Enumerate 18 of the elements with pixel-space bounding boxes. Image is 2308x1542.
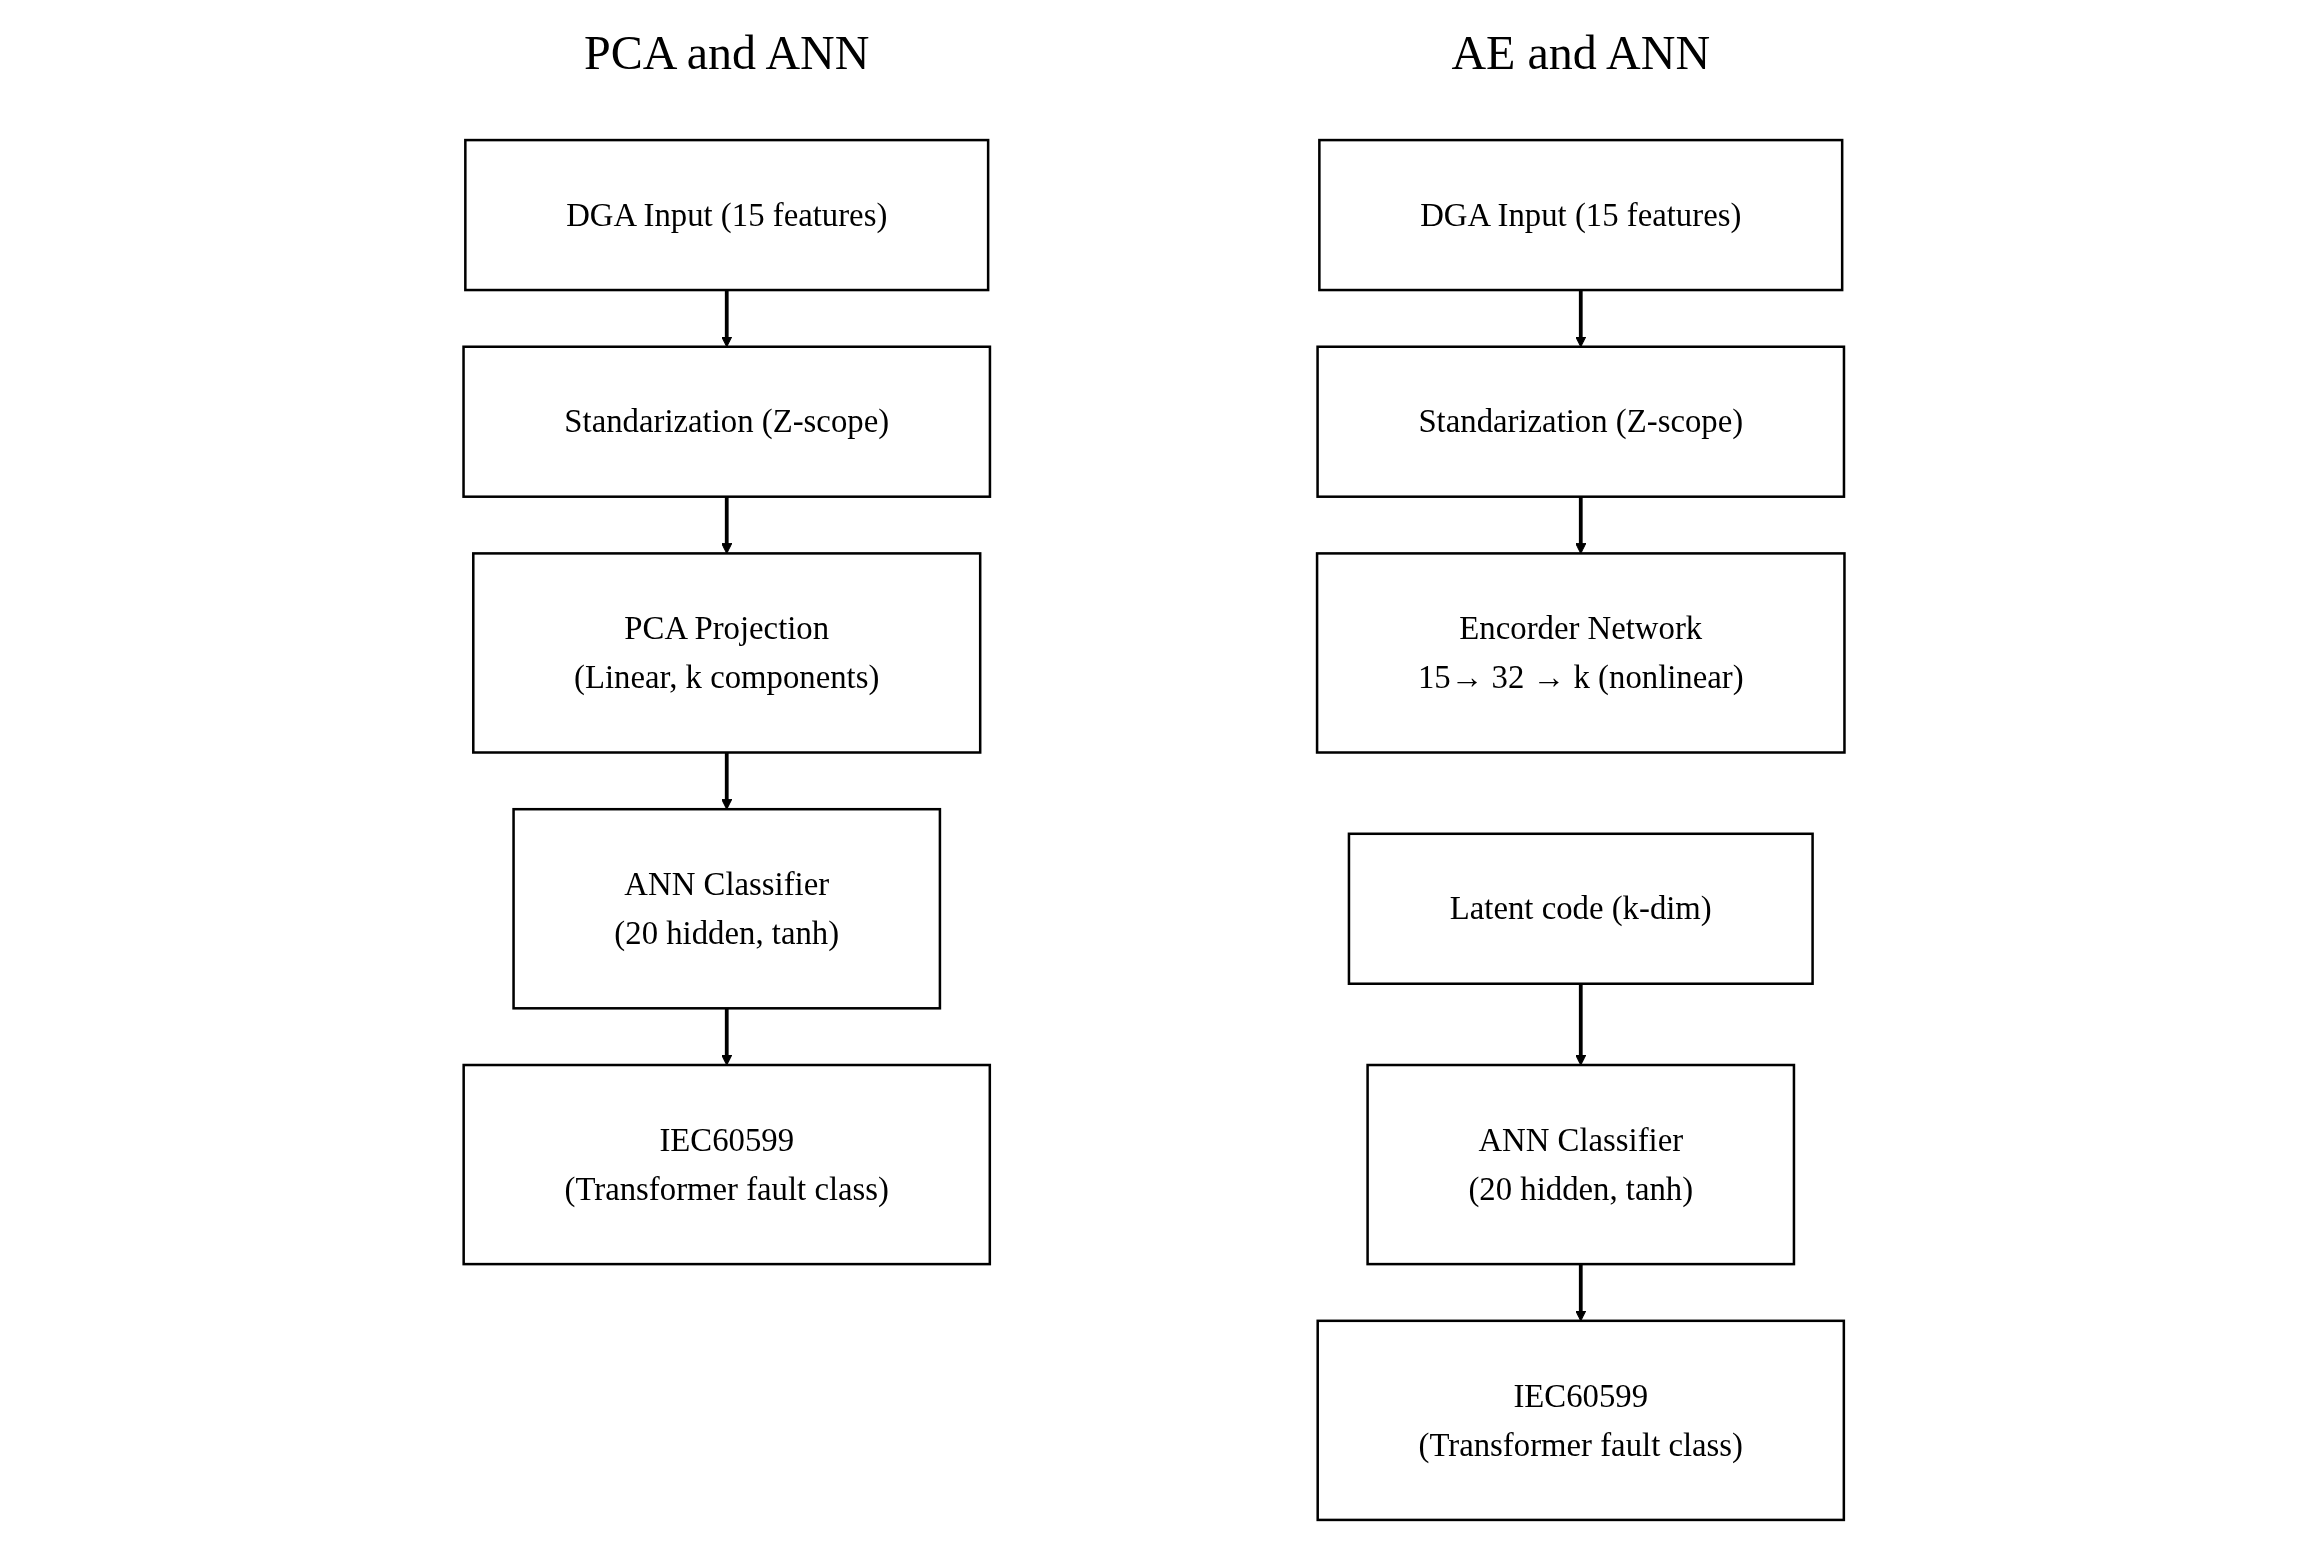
node-box: IEC60599 (Transformer fault class) [1316,1319,1846,1522]
node-box: IEC60599 (Transformer fault class) [462,1063,992,1266]
arrow [721,496,733,554]
node-box: Latent code (k-dim) [1347,832,1814,985]
arrow [1575,983,1587,1066]
column-heading: AE and ANN [1451,25,1711,80]
node-box: Standarization (Z-scope) [462,345,992,498]
node-box: DGA Input (15 features) [464,138,990,292]
node-box: ANN Classifier (20 hidden, tanh) [512,807,942,1010]
column-heading: PCA and ANN [584,25,870,80]
arrow [1575,496,1587,554]
node-box: ANN Classifier (20 hidden, tanh) [1366,1063,1796,1266]
arrow [721,1008,733,1066]
node-box: PCA Projection (Linear, k components) [472,552,982,754]
node-box: Standarization (Z-scope) [1316,345,1846,498]
node-box: DGA Input (15 features) [1318,138,1844,292]
node-box: Encorder Network 15→ 32 → k (nonlinear) [1315,552,1846,754]
arrow [721,752,733,810]
